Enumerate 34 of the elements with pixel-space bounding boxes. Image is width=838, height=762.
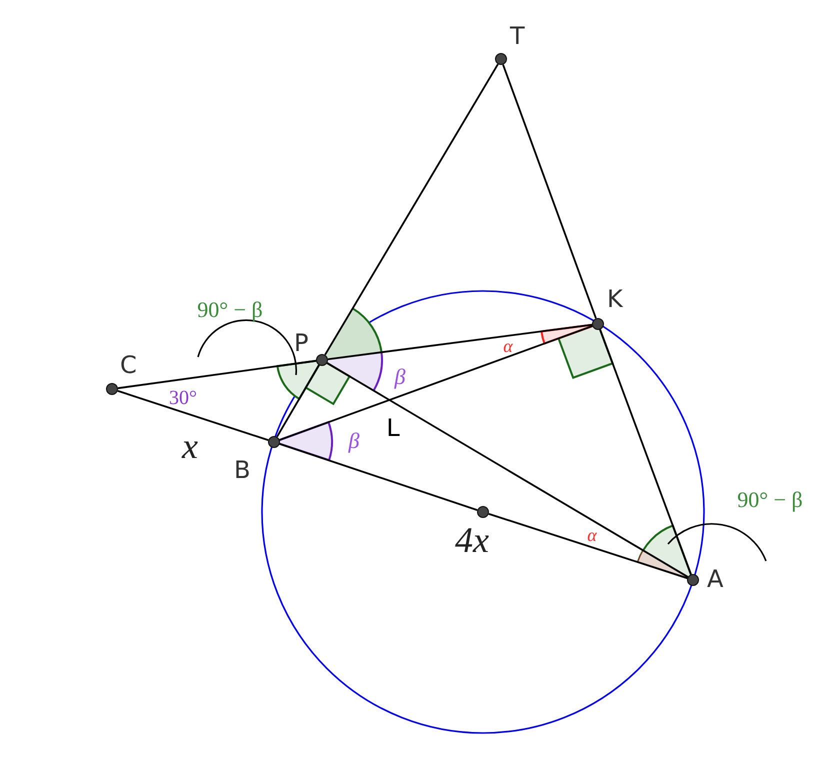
line-segment (328, 324, 592, 360)
point (687, 574, 699, 586)
line-segment (118, 360, 316, 390)
angle-label: x (182, 428, 198, 464)
line-segment (502, 64, 597, 319)
line-segment (279, 325, 593, 441)
line-segment (324, 64, 499, 356)
line-segment (279, 443, 478, 511)
line-segment (276, 364, 320, 438)
point-label: C (120, 353, 137, 377)
angle-label: 4x (455, 522, 489, 558)
point-label: L (386, 416, 400, 440)
angle-label: α (587, 526, 597, 544)
point-label: A (707, 567, 724, 591)
point (592, 318, 604, 330)
point (495, 53, 507, 65)
angle-label: 90° − β (737, 489, 803, 511)
angle-label: α (503, 337, 513, 355)
point (268, 436, 280, 448)
point (106, 383, 118, 395)
line-segment (488, 513, 688, 579)
angle-label: 30° (169, 388, 197, 408)
point-label: B (234, 458, 250, 482)
line-segment (599, 329, 692, 575)
point (477, 506, 489, 518)
line-segment (326, 362, 688, 578)
line-segment (117, 390, 269, 441)
point (316, 354, 328, 366)
angle-label: β (394, 366, 406, 388)
angle-label: β (348, 430, 360, 452)
point-label: T (510, 24, 525, 48)
point-label: P (294, 331, 308, 355)
point-label: K (607, 287, 623, 311)
angle-label: 90° − β (197, 299, 263, 321)
